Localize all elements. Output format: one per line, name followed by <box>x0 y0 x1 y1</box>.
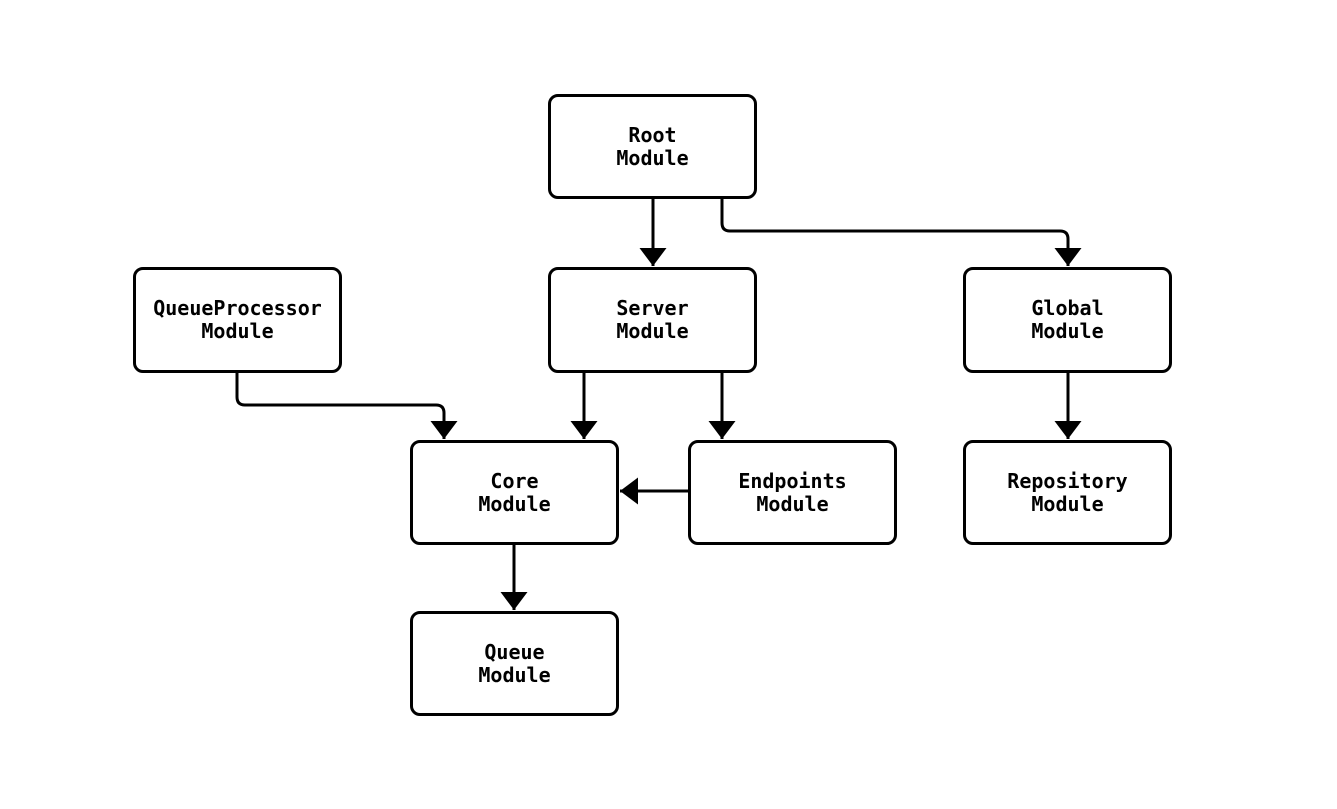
node-label-line: Queue <box>484 639 545 664</box>
node-label-line: Module <box>201 319 274 343</box>
edge-root-to-global <box>720 199 1082 266</box>
node-label-line: QueueProcessor <box>153 296 322 320</box>
node-label-line: Module <box>616 145 689 170</box>
node-label-line: Module <box>1031 491 1104 516</box>
node-label-line: Server <box>616 296 689 320</box>
node-label-line: Module <box>756 491 829 516</box>
node-label-line: Repository <box>1007 468 1128 493</box>
node-label-line: Module <box>478 662 551 687</box>
node-label-line: Module <box>478 491 551 516</box>
node-label-line: Module <box>616 319 689 343</box>
node-label-line: Endpoints <box>738 468 847 493</box>
edge-queueprocessor-to-core <box>235 373 458 439</box>
node-label-line: Global <box>1031 296 1104 320</box>
node-label-line: Root <box>628 122 677 147</box>
node-label-line: Core <box>490 468 539 493</box>
node-label-line: Module <box>1031 319 1104 343</box>
